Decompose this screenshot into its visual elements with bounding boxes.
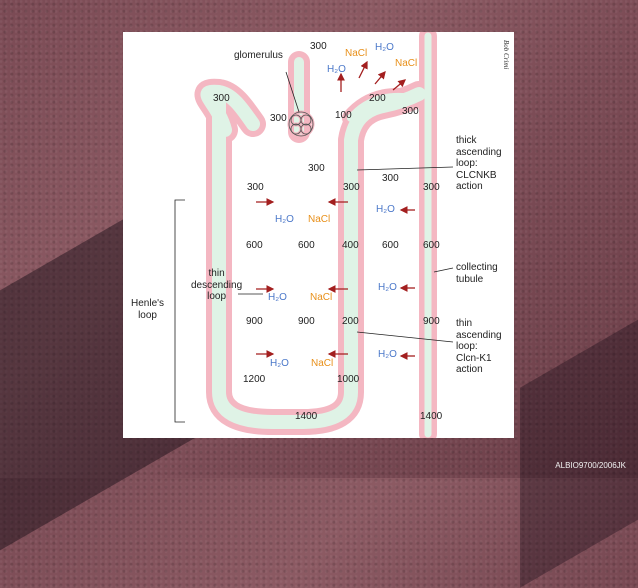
osm-right-300: 300 [402, 106, 419, 117]
osm-col1-300: 300 [247, 182, 264, 193]
glomerulus-leader [285, 71, 300, 113]
nephron-diagram-panel: 300 300 300 100 200 300 300 300 300 300 … [123, 32, 514, 438]
arrow-top-2 [358, 60, 368, 79]
nacl-row3: NaCl [311, 358, 334, 369]
nacl-row1: NaCl [308, 214, 331, 225]
osm-900a: 900 [246, 316, 263, 327]
osm-200b: 200 [342, 316, 359, 327]
h2o-cd-2: H₂O [378, 282, 397, 293]
nephron-drawing [174, 32, 454, 438]
osm-1200: 1200 [243, 374, 266, 385]
osm-col4-300: 300 [423, 182, 440, 193]
osm-mid-300: 300 [308, 163, 325, 174]
osm-left-300b: 300 [270, 113, 287, 124]
h2o-top-1: H₂O [375, 42, 394, 53]
osm-top-300: 300 [310, 41, 327, 52]
osm-600c: 600 [382, 240, 399, 251]
osm-600a: 600 [246, 240, 263, 251]
descending-limb-lumen [200, 84, 426, 429]
thick-ascending-label: thick ascending loop: CLCNKB action [456, 135, 502, 192]
collecting-leader [433, 267, 454, 273]
h2o-row2: H₂O [268, 292, 287, 303]
osm-1400b: 1400 [420, 411, 443, 422]
osm-400: 400 [342, 240, 359, 251]
h2o-cd-3: H₂O [378, 349, 397, 360]
osm-100: 100 [335, 110, 352, 121]
thick-ascending-leader [356, 166, 454, 171]
nacl-row2: NaCl [310, 292, 333, 303]
osm-1400a: 1400 [295, 411, 318, 422]
footer-code: ALBIO9700/2006JK [555, 461, 626, 470]
osm-1000: 1000 [337, 374, 360, 385]
thin-ascending-leader [356, 331, 454, 343]
background-shadow-right [520, 272, 638, 588]
distal-lumen [347, 92, 417, 122]
nacl-top-2: NaCl [395, 58, 418, 69]
osm-col3-300: 300 [382, 173, 399, 184]
glomerulus-label: glomerulus [234, 50, 283, 61]
osm-600b: 600 [298, 240, 315, 251]
arrow-top-4 [392, 79, 406, 91]
h2o-row3: H₂O [270, 358, 289, 369]
glomerulus-knot-outline [288, 111, 314, 137]
osm-200: 200 [369, 93, 386, 104]
h2o-top-2: H₂O [327, 64, 346, 75]
osm-600d: 600 [423, 240, 440, 251]
h2o-row1: H₂O [275, 214, 294, 225]
h2o-cd-1: H₂O [376, 204, 395, 215]
arrow-top-3 [374, 71, 386, 85]
nacl-top-1: NaCl [345, 48, 368, 59]
thin-descending-label: thin descending loop [191, 268, 243, 302]
osm-col2-300: 300 [343, 182, 360, 193]
collecting-tubule-label: collecting tubule [456, 262, 498, 285]
descending-limb-wall [194, 78, 432, 435]
henle-loop-label: Henle's loop [131, 298, 165, 321]
artist-credit: Bob Crimi [502, 40, 510, 70]
osm-900c: 900 [423, 316, 440, 327]
henle-bracket [174, 199, 185, 423]
osm-left-300a: 300 [213, 93, 230, 104]
osm-900b: 900 [298, 316, 315, 327]
thin-ascending-label: thin ascending loop: Clcn-K1 action [456, 318, 502, 375]
